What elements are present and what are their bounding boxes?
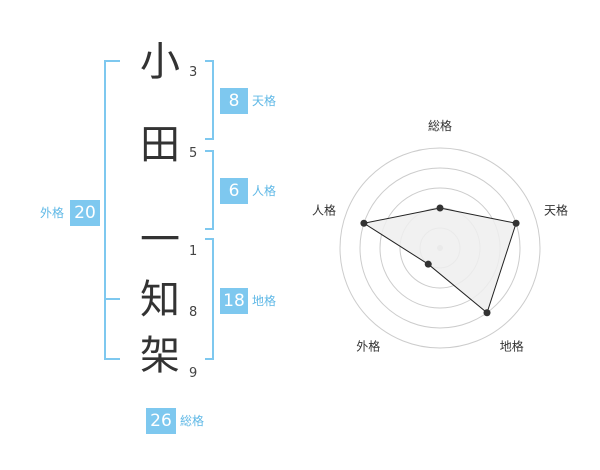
name-char-2: 田 <box>140 122 180 168</box>
jinkaku-label: 人格 <box>252 184 277 198</box>
stroke-count-1: 3 <box>189 65 198 80</box>
jinkaku-value: 6 <box>220 178 248 204</box>
radar-axis-label-3: 外格 <box>356 339 380 354</box>
radar-ring-5 <box>339 147 541 349</box>
radar-axis-label-0: 総格 <box>428 118 452 133</box>
radar-point-0 <box>436 204 444 212</box>
stroke-count-3: 1 <box>189 244 198 259</box>
stroke-count-4: 8 <box>189 305 198 320</box>
radar-axis-label-4: 人格 <box>312 202 336 217</box>
radar-point-2 <box>483 309 491 317</box>
soukaku-value: 26 <box>146 408 176 434</box>
radar-point-3 <box>424 260 432 268</box>
chikaku-value: 18 <box>220 288 248 314</box>
gaikaku-label: 外格 <box>40 206 65 220</box>
soukaku-label: 総格 <box>180 414 205 428</box>
radar-point-1 <box>512 219 520 227</box>
tenkaku-label: 天格 <box>252 94 277 108</box>
name-char-5: 架 <box>140 333 180 379</box>
gaikaku-value: 20 <box>70 200 100 226</box>
radar-ring-4 <box>359 167 521 329</box>
tenkaku-value: 8 <box>220 88 248 114</box>
radar-points <box>360 204 520 317</box>
name-char-3: 一 <box>140 217 180 263</box>
name-char-1: 小 <box>140 39 180 85</box>
stroke-count-2: 5 <box>189 146 198 161</box>
radar-area <box>362 207 517 314</box>
radar-point-4 <box>360 219 368 227</box>
radar-axis-label-1: 天格 <box>544 202 568 217</box>
name-char-4: 知 <box>140 277 180 323</box>
stroke-count-5: 9 <box>189 366 198 381</box>
chikaku-label: 地格 <box>252 294 277 308</box>
radar-axis-label-2: 地格 <box>500 339 524 354</box>
